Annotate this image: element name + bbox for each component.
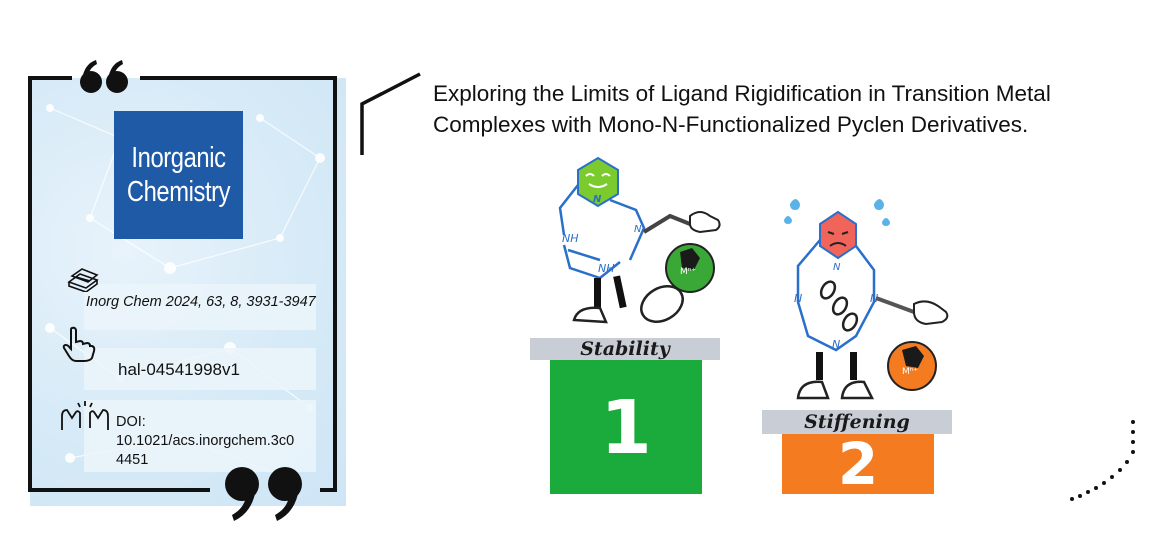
nitrogen-label-right: N [634,224,642,235]
podium-second-label: Stiffening [804,411,910,433]
nitrogen-label-left: N [794,292,802,305]
journal-logo: Inorganic Chemistry [114,111,243,239]
podium-first-rank: 1 [600,385,652,471]
article-title: Exploring the Limits of Ligand Rigidific… [433,78,1153,140]
nh-label-lower: NH [598,262,615,275]
doi-label: DOI: [116,414,146,430]
title-line1: Exploring the Limits of Ligand Rigidific… [433,81,1051,106]
journal-logo-line2: Chemistry [126,176,231,208]
doi-block[interactable]: DOI: 10.1021/acs.inorgchem.3c0 4451 [116,413,336,470]
podium-second-top [762,410,952,434]
metal-label-orange: Mⁿ⁺ [902,367,918,377]
quote-open-icon [80,60,128,93]
doi-line2: 4451 [116,452,149,468]
nitrogen-label: N [593,194,602,205]
nitrogen-label-bottom: N [832,338,840,351]
journal-logo-line1: Inorganic [131,142,226,174]
hal-plate [84,348,316,390]
title-line2: Complexes with Mono-N-Functionalized Pyc… [433,112,1029,137]
podium-second-block [782,434,934,494]
book-stack-icon [67,268,99,292]
metal-label-green: Mⁿ⁺ [680,267,696,277]
citation-plate [84,284,316,330]
doi-line1: 10.1021/acs.inorgchem.3c0 [116,433,295,449]
podium-first-label: Stability [580,338,670,360]
podium-second-rank: 2 [837,430,879,498]
sad-molecule-character: N N N N Mⁿ⁺ [784,199,949,400]
hal-id-text[interactable]: hal-04541998v1 [118,360,240,379]
nitrogen-label-top: N [833,262,841,273]
happy-molecule-character: N NH NH N Mⁿ⁺ [558,156,721,324]
podium-first-block [550,360,702,494]
citation-text: Inorg Chem 2024, 63, 8, 3931-3947 [86,294,316,310]
pointer-hand-icon [62,326,96,362]
quote-close-icon [225,467,302,521]
doi-plate [84,400,316,472]
podium-first-top [530,338,720,360]
hands-icon [61,401,109,430]
nitrogen-label-right2: N [870,292,878,305]
nh-label: NH [562,232,579,245]
